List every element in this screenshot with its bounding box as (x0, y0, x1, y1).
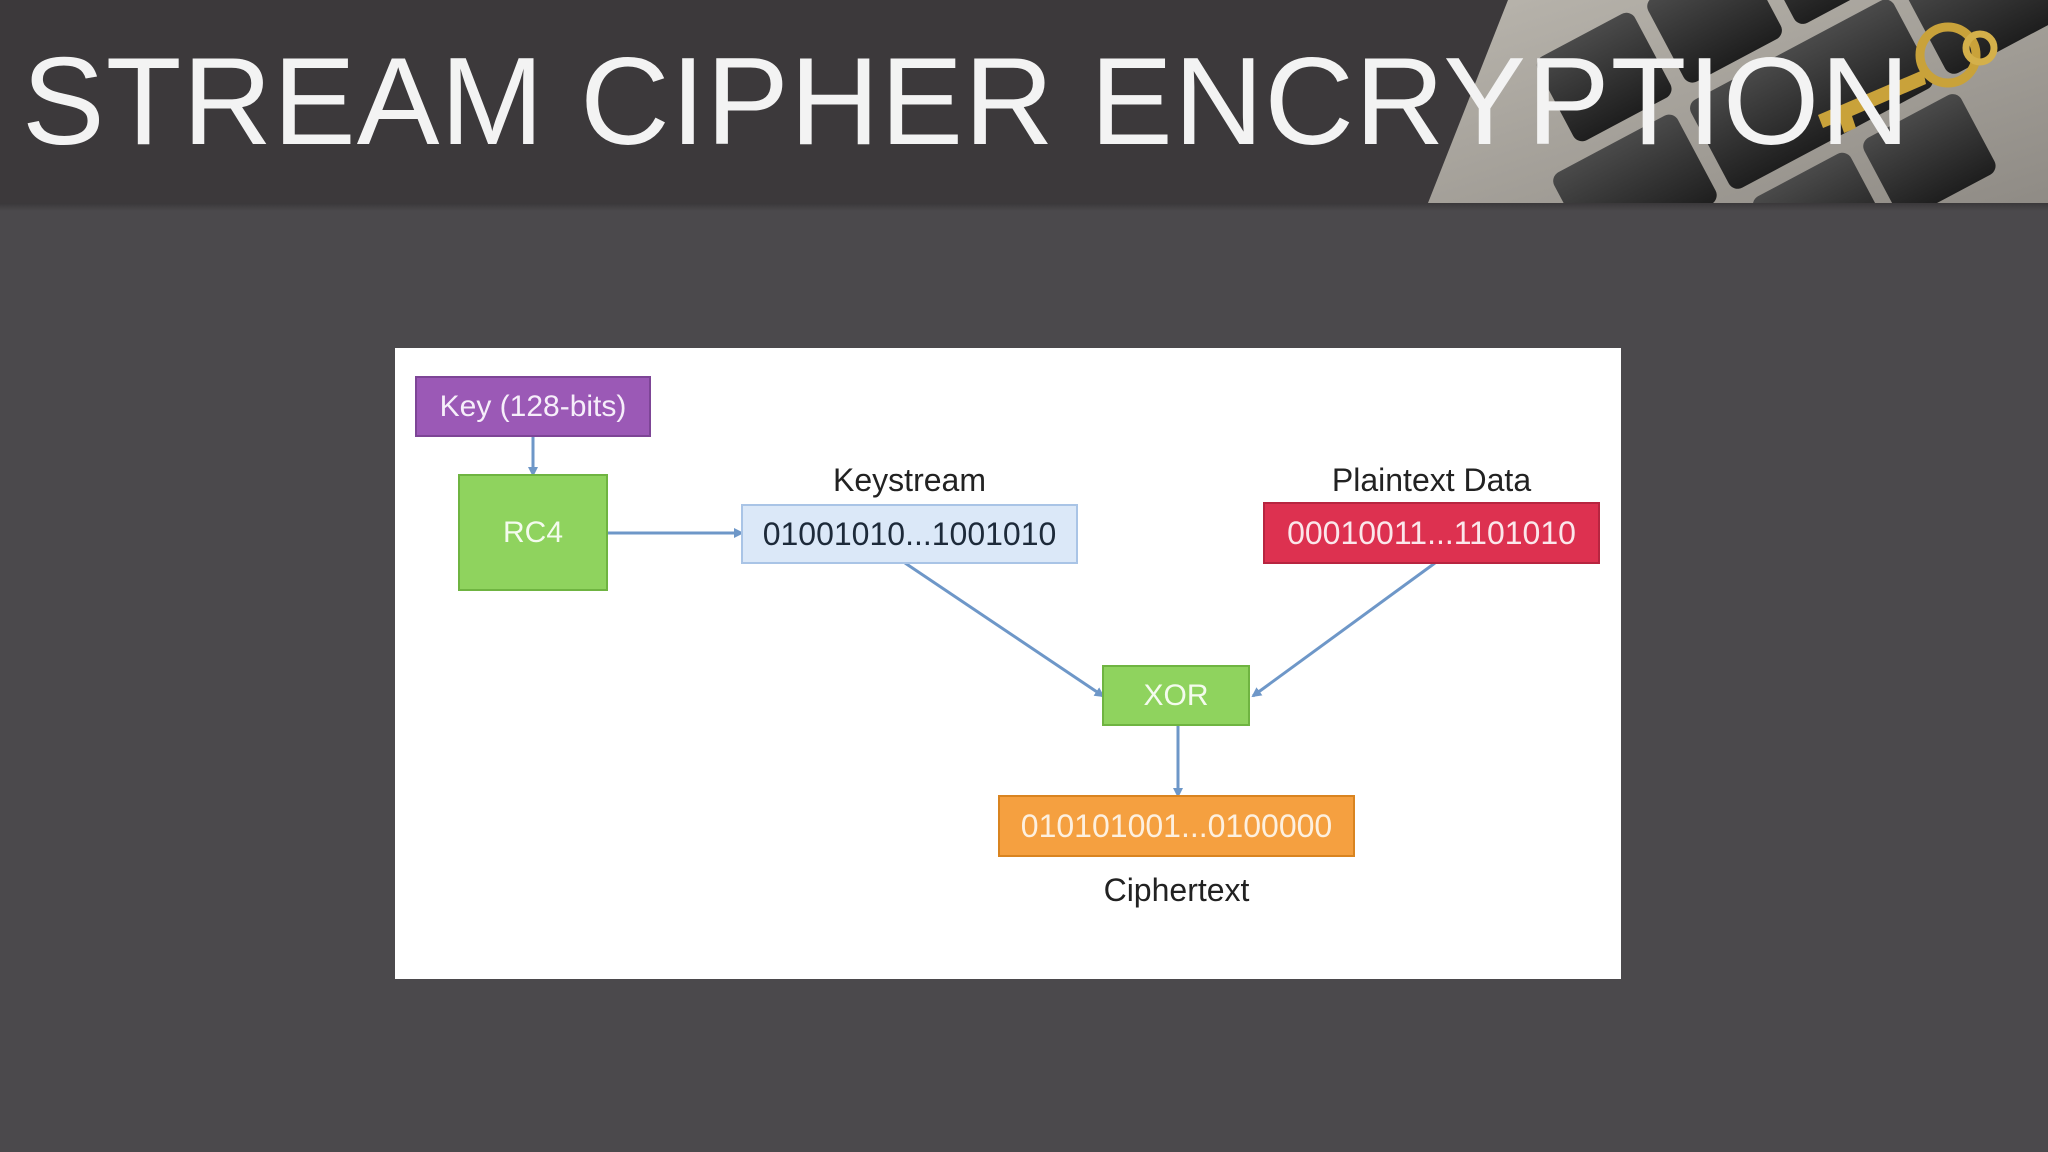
edge-plaintext-to-xor (1251, 561, 1436, 698)
keystream-caption: Keystream (833, 461, 986, 498)
keystream-value: 01001010...1001010 (762, 515, 1057, 552)
slide-header: STREAM CIPHER ENCRYPTION (0, 0, 2048, 203)
edge-keystream-to-xor (904, 561, 1105, 698)
ciphertext-caption: Ciphertext (1103, 871, 1250, 908)
key-box-label: Key (128-bits) (439, 389, 627, 423)
gold-key-icon (1818, 22, 1998, 133)
xor-box-label: XOR (1143, 678, 1209, 712)
header-divider (0, 203, 2048, 211)
key-box (415, 376, 651, 437)
rc4-box (458, 474, 608, 591)
plaintext-value: 00010011...1101010 (1287, 514, 1576, 551)
ciphertext-box (998, 795, 1355, 857)
keystream-box (741, 504, 1078, 564)
rc4-box-label: RC4 (502, 515, 563, 549)
diagram-canvas (415, 376, 1600, 857)
plaintext-box (1263, 502, 1600, 564)
plaintext-caption: Plaintext Data (1331, 461, 1532, 498)
keyboard-photo (1428, 0, 2048, 203)
slide-title: STREAM CIPHER ENCRYPTION (22, 33, 1911, 171)
xor-box (1102, 665, 1250, 726)
ciphertext-value: 010101001...0100000 (1020, 807, 1333, 844)
diagram-panel: Key (128-bits) RC4 01001010...1001010 00… (395, 348, 1621, 979)
